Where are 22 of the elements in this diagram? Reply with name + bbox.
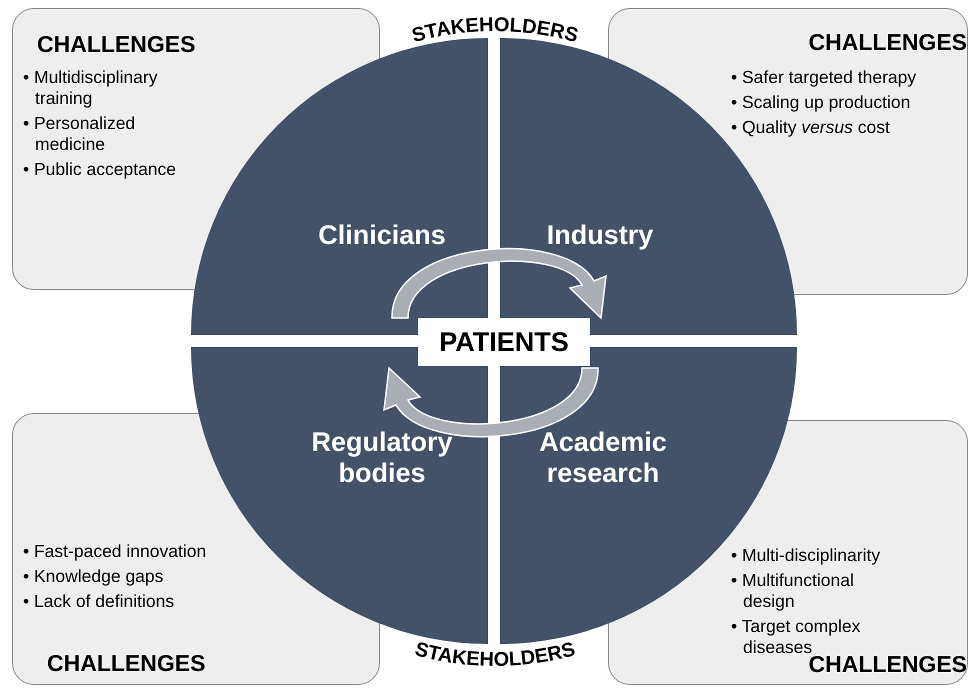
- bullet-item: • Fast-paced innovation: [23, 541, 208, 562]
- bullet-item: • Lack of definitions: [23, 591, 176, 612]
- bullet-item: • Scaling up production: [731, 92, 912, 113]
- bullet-item: • Quality versus cost: [731, 117, 891, 138]
- panel-heading: CHALLENGES: [37, 31, 196, 58]
- center-label-box: PATIENTS: [418, 318, 590, 366]
- panel-heading: CHALLENGES: [808, 29, 967, 56]
- bullet-item: • Public acceptance: [23, 159, 178, 180]
- quadrant-label: Regulatory bodies: [310, 427, 454, 489]
- bullet-item: • Safer targeted therapy: [731, 67, 918, 88]
- quadrant-label: Clinicians: [317, 220, 447, 251]
- stakeholders-label: STAKEHOLDERS: [412, 638, 578, 671]
- panel-heading: CHALLENGES: [47, 650, 206, 677]
- bullet-item: • Multidisciplinary training: [23, 67, 158, 109]
- bullet-item: • Multifunctional design: [731, 570, 855, 612]
- bullet-item: • Multi-disciplinarity: [731, 545, 882, 566]
- quadrant-label: Academic research: [538, 427, 668, 489]
- bullet-item: • Target complex diseases: [731, 616, 860, 657]
- stakeholders-label: STAKEHOLDERS: [410, 14, 580, 48]
- bullet-item: • Knowledge gaps: [23, 566, 164, 587]
- quadrant-label: Industry: [546, 220, 654, 251]
- bullet-item: • Personalized medicine: [23, 113, 136, 155]
